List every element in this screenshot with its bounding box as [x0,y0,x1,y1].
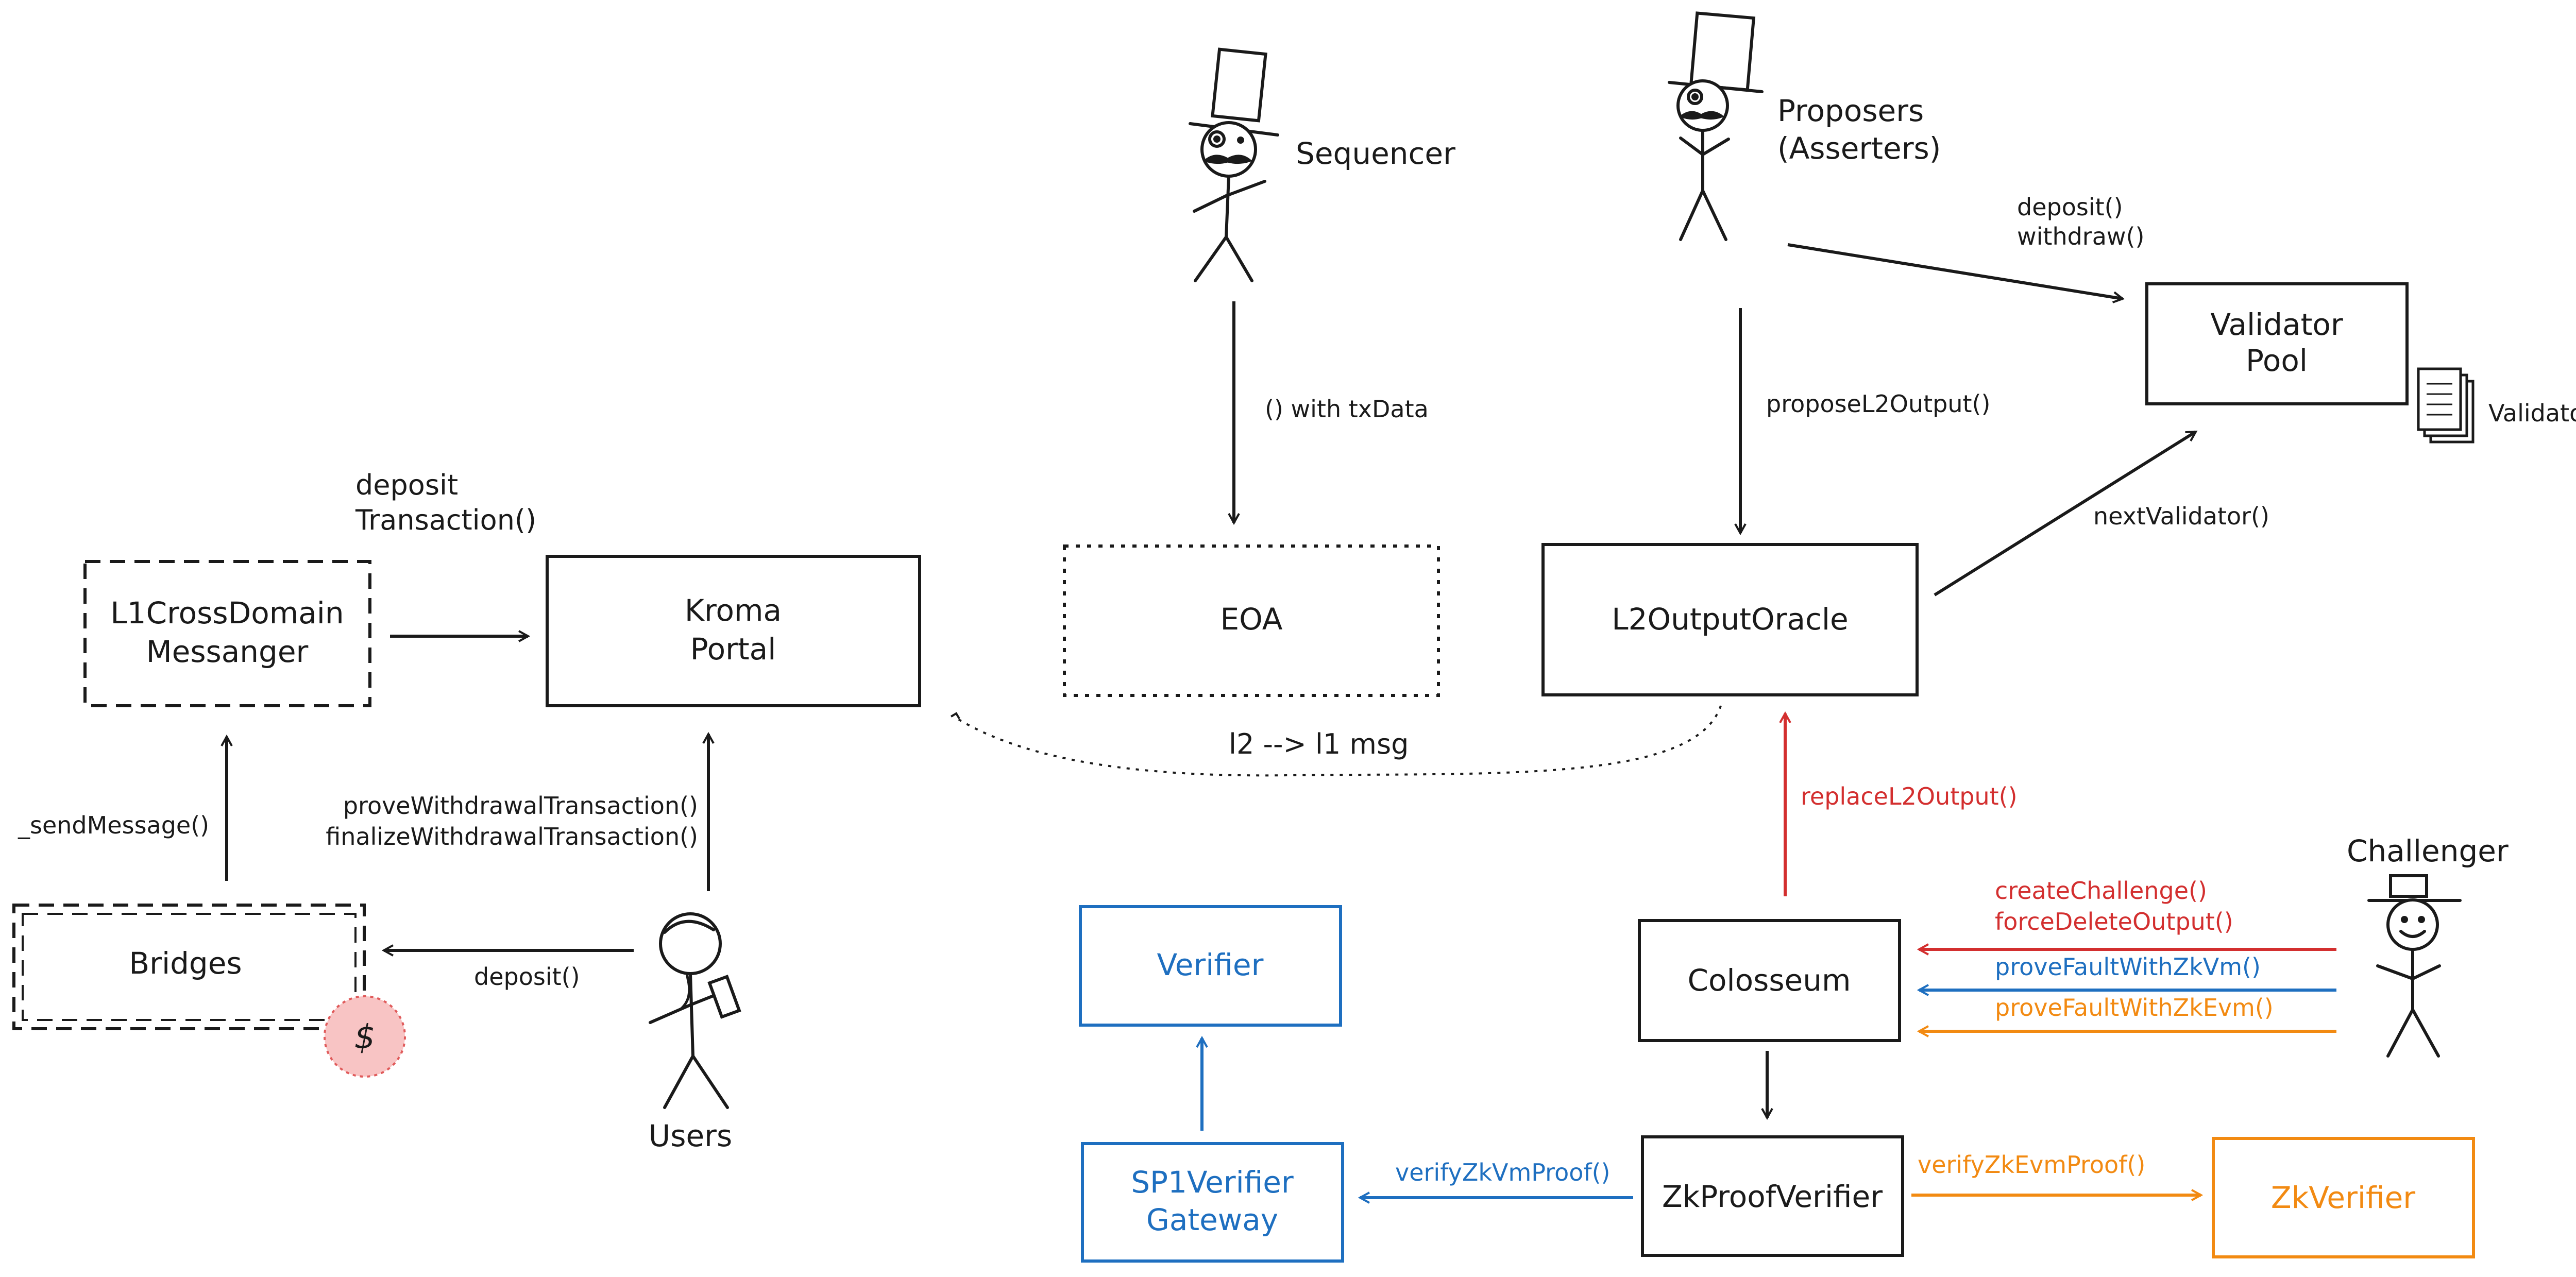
kroma-label-2: Portal [690,632,776,667]
eoa-box: EOA [1063,544,1440,697]
challenger-label: Challenger [2347,833,2509,869]
sp1-verifier-gateway-box: SP1Verifier Gateway [1081,1142,1344,1263]
user-deposit-label: deposit() [474,963,580,991]
replace-label: replaceL2Output() [1801,782,2018,810]
validator-pool-box: Validator Pool [2145,282,2409,405]
proposers-label-1: Proposers [1777,93,1924,128]
l1cdm-label-1: L1CrossDomain [110,595,344,631]
sp1-label-1: SP1Verifier [1131,1165,1294,1200]
with-txdata-label: () with txData [1265,395,1429,423]
l2-output-oracle-box: L2OutputOracle [1541,543,1919,696]
fault-zkevm-label: proveFaultWithZkEvm() [1995,994,2274,1021]
prove-withdrawal-label: proveWithdrawalTransaction() [343,792,698,820]
proposers-label-2: (Asserters) [1777,131,1941,166]
verifier-label: Verifier [1157,947,1264,982]
finalize-withdrawal-label: finalizeWithdrawalTransaction() [326,823,698,850]
coin-symbol: $ [354,1018,376,1057]
next-validator-label: nextValidator() [2093,502,2269,530]
zk-proof-verifier-box: ZkProofVerifier [1641,1135,1904,1257]
bridges-label: Bridges [129,946,242,981]
users-figure [649,912,741,1109]
l2-l1-msg-label: l2 --> l1 msg [1229,728,1409,760]
arrow-oracle-to-pool [1934,430,2196,597]
withdraw-call-label: withdraw() [2017,223,2144,250]
l2-to-l1-message-path [950,705,1722,777]
colosseum-label: Colosseum [1688,963,1851,998]
create-challenge-label: createChallenge() [1995,877,2207,905]
kroma-portal-box: Kroma Portal [546,555,921,707]
kroma-label-1: Kroma [685,593,782,628]
verify-zkvm-label: verifyZkVmProof() [1395,1159,1610,1186]
l1-cross-domain-messenger-box: L1CrossDomain Messanger [83,560,371,707]
sp1-label-2: Gateway [1146,1202,1278,1237]
verifier-box: Verifier [1079,905,1342,1027]
coin-icon: $ [324,995,406,1078]
deposit-tx-label-1: deposit [355,469,458,501]
users-label: Users [649,1118,732,1153]
zk-verifier-box: ZkVerifier [2212,1137,2475,1258]
sequencer-figure [1189,47,1279,282]
verify-zkevm-label: verifyZkEvmProof() [1918,1151,2145,1179]
proposers-figure [1668,11,1764,241]
oracle-label: L2OutputOracle [1612,602,1848,637]
sequencer-label: Sequencer [1296,136,1455,171]
zkproof-label: ZkProofVerifier [1662,1179,1883,1214]
pool-label-1: Validator [2210,307,2343,342]
pool-label-2: Pool [2246,343,2308,378]
propose-label: proposeL2Output() [1766,390,1990,418]
zkverifier-label: ZkVerifier [2271,1180,2415,1215]
deposit-tx-label-2: Transaction() [355,504,536,536]
eoa-label: EOA [1221,602,1283,637]
bridges-box: Bridges [12,904,366,1030]
deposit-call-label: deposit() [2017,193,2123,221]
send-message-label: _sendMessage() [18,811,209,839]
colosseum-box: Colosseum [1638,919,1901,1042]
l1cdm-label-2: Messanger [146,634,309,669]
validators-label: Validators [2488,399,2576,427]
force-delete-label: forceDeleteOutput() [1995,908,2233,935]
challenger-figure [2367,874,2462,1058]
fault-zkvm-label: proveFaultWithZkVm() [1995,953,2261,981]
arrow-proposers-to-pool [1787,243,2123,299]
validators-document-icon [2417,367,2475,444]
